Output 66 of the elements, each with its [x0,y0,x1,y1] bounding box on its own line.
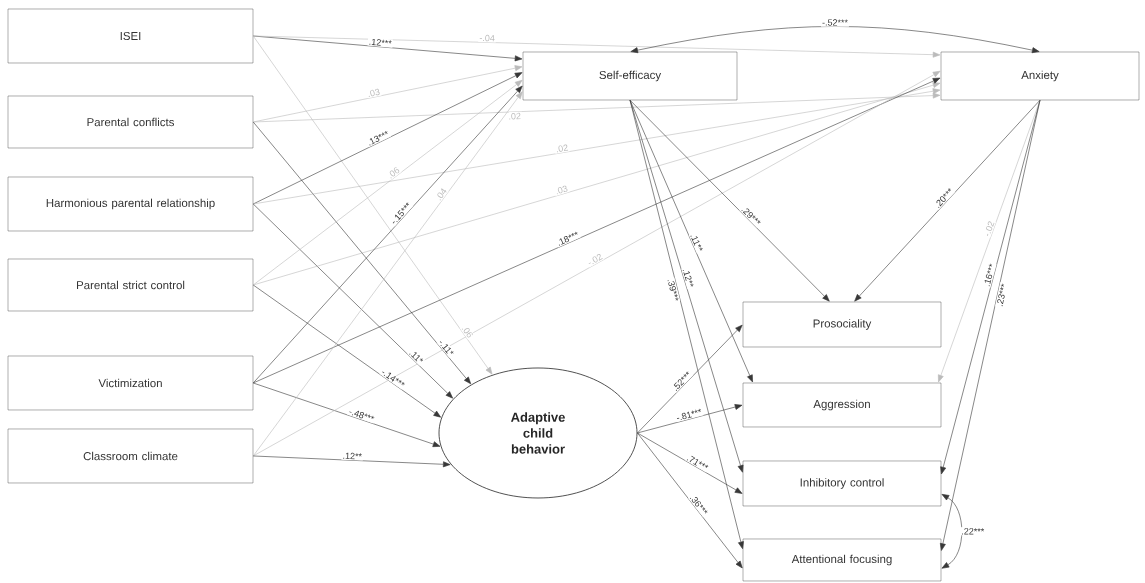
variable-box: Anxiety [940,51,1140,101]
variable-box: Harmonious parental relationship [7,176,254,232]
arrow [629,99,744,550]
variable-box: Parental strict control [7,258,254,312]
arrow [938,99,1041,383]
arrow [252,382,441,447]
edge-label: -.11* [436,337,456,359]
arrow [252,77,941,384]
arrow [629,99,753,383]
arrow [252,70,941,457]
arrow [252,455,451,468]
edge-label: .12*** [367,37,394,48]
edge-label: .06 [459,323,475,340]
variable-box: Prosociality [742,301,942,348]
edge-label: -.02 [982,219,996,239]
arrow [629,99,830,302]
arrow [637,432,743,494]
edge-label: .12** [681,266,696,290]
variable-box: Self-efficacy [522,51,738,101]
edge-label: -.52*** [821,18,849,27]
edge-label: .39*** [666,276,681,304]
arrow [637,404,743,434]
arrow [939,99,1041,551]
arrow [252,88,941,205]
variable-box: ISEI [7,8,254,64]
edge-label: -.04 [478,33,496,43]
arrow [252,35,493,375]
edge-label: .03 [553,183,570,196]
edge-label: .04 [433,186,449,203]
arrow [252,82,941,286]
edge-label: .23*** [995,282,1009,309]
edge-label: -.02 [585,251,605,268]
edge-label: .22*** [960,527,986,536]
variable-box: Inhibitory control [742,460,942,507]
edge-label: .18*** [554,229,581,248]
arrow [252,91,523,457]
arrow [252,92,941,123]
arrow [630,26,1040,54]
arrow [637,432,743,569]
arrow [637,324,743,434]
variable-box: Parental conflicts [7,95,254,149]
edge-label: .11** [688,231,705,254]
arrow [252,203,453,399]
edge-label: .71*** [684,453,711,473]
arrow [941,494,963,569]
arrow [252,72,523,205]
edge-label: .13*** [364,128,392,148]
arrow [252,35,941,58]
arrow [252,85,523,384]
arrow [252,121,472,385]
variable-box: Classroom climate [7,428,254,484]
edge-label: -.14*** [379,367,407,390]
arrow [252,79,523,286]
edge-label: .02 [554,143,570,154]
edge-label: -.48*** [347,406,377,424]
arrow [252,284,441,418]
edge-label: .03 [365,87,382,99]
edge-label: .11* [407,347,426,366]
edge-label: .16*** [982,262,997,289]
edge-label: .06 [385,165,402,181]
edge-label: .12** [341,451,364,461]
variable-box: Attentional focusing [742,538,942,582]
variable-box: Aggression [742,382,942,428]
edge-label: -.81*** [674,407,704,423]
variable-box: Victimization [7,355,254,411]
arrow [854,99,1041,302]
